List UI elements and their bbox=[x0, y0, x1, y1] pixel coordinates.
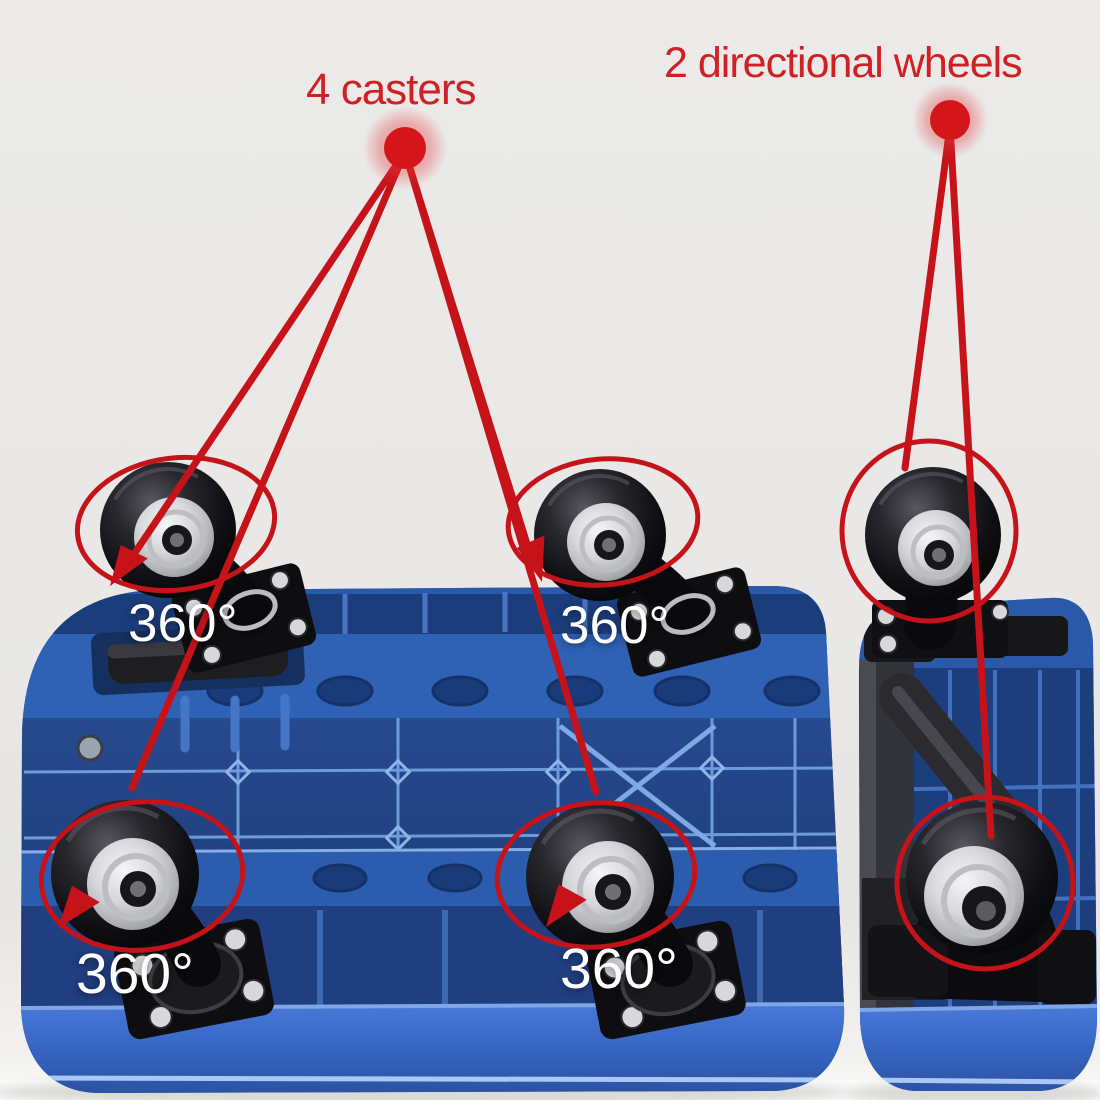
directional-wheels-label: 2 directional wheels bbox=[664, 39, 1023, 87]
screw bbox=[76, 734, 104, 762]
rotation-ellipse-top-left bbox=[74, 454, 278, 594]
rotation-ellipse-bottom-middle bbox=[494, 800, 698, 950]
rotation-arrows bbox=[58, 535, 587, 928]
directional-wheel-top-right bbox=[865, 467, 1009, 658]
callout-lines bbox=[122, 122, 995, 840]
annotation-overlay bbox=[38, 82, 1076, 972]
rotation-ellipse-bottom-left bbox=[38, 799, 246, 953]
casters-label: 4 casters bbox=[306, 65, 477, 114]
wheel-circle-top-right bbox=[839, 438, 1019, 624]
rotation-label-bottom-left: 360° bbox=[76, 942, 194, 1006]
callout-dot-directional bbox=[912, 82, 988, 158]
rotation-label-bottom-middle: 360° bbox=[560, 937, 678, 1001]
directional-wheel-bottom-right bbox=[868, 802, 1096, 1004]
callout-dot-casters bbox=[363, 106, 447, 190]
wheel-circle-bottom-right bbox=[894, 794, 1076, 972]
rotation-label-top-middle: 360° bbox=[560, 596, 670, 655]
caster-top-left bbox=[100, 462, 317, 673]
rotation-label-top-left: 360° bbox=[128, 594, 238, 653]
caster-top-middle bbox=[534, 469, 762, 677]
rotation-ellipse-top-middle bbox=[505, 456, 701, 588]
